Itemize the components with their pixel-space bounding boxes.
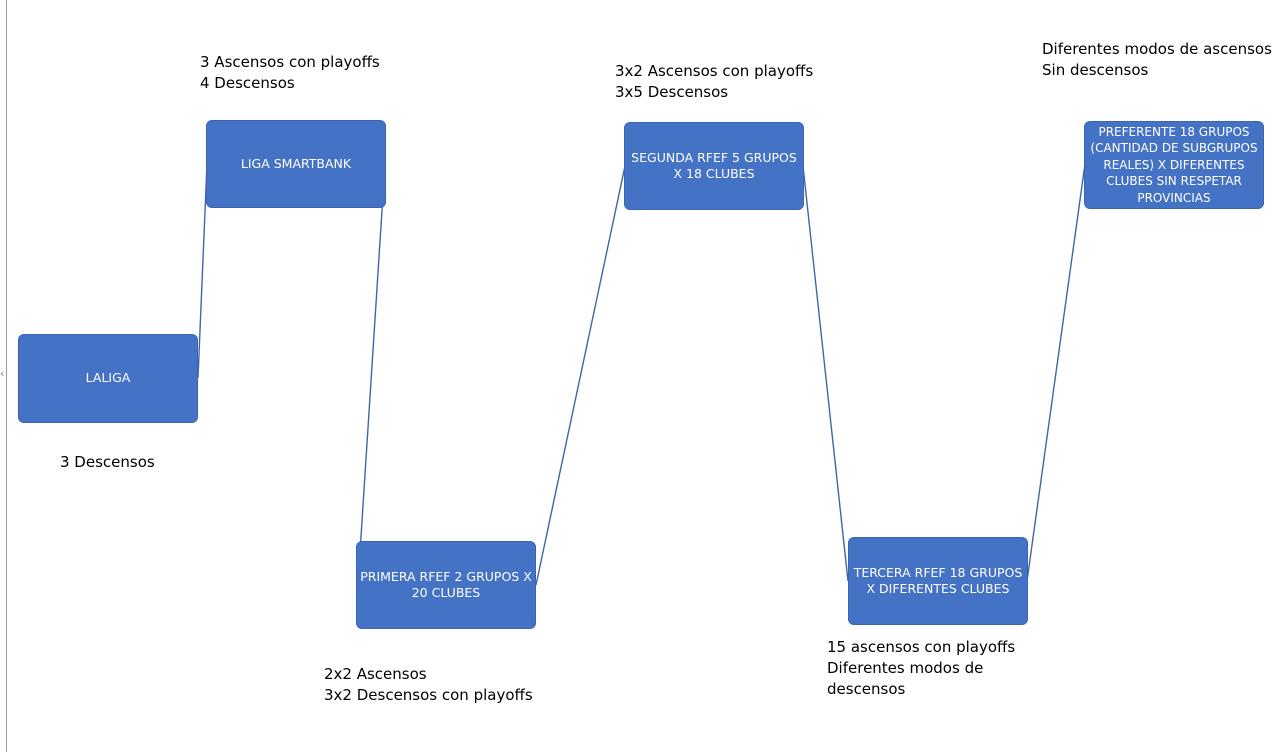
node-preferente-label: PREFERENTE 18 GRUPOS (CANTIDAD DE SUBGRU…	[1090, 124, 1258, 205]
node-segunda-rfef-label: SEGUNDA RFEF 5 GRUPOS X 18 CLUBES	[631, 149, 797, 182]
canvas-left-edge	[6, 0, 7, 752]
note-segunda-rfef: 3x2 Ascensos con playoffs 3x5 Descensos	[615, 62, 814, 101]
node-segunda-rfef[interactable]: SEGUNDA RFEF 5 GRUPOS X 18 CLUBES	[624, 122, 804, 210]
node-laliga[interactable]: LALIGA	[18, 334, 198, 423]
node-tercera-rfef[interactable]: TERCERA RFEF 18 GRUPOS X DIFERENTES CLUB…	[848, 537, 1028, 625]
node-preferente[interactable]: PREFERENTE 18 GRUPOS (CANTIDAD DE SUBGRU…	[1084, 121, 1264, 209]
node-tercera-rfef-label: TERCERA RFEF 18 GRUPOS X DIFERENTES CLUB…	[853, 564, 1023, 597]
connector-tercera-preferente	[1026, 163, 1086, 582]
node-primera-rfef-label: PRIMERA RFEF 2 GRUPOS X 20 CLUBES	[360, 568, 532, 601]
collapse-handle-icon[interactable]: ‹	[0, 367, 5, 380]
node-liga-smartbank[interactable]: LIGA SMARTBANK	[206, 120, 386, 208]
note-preferente: Diferentes modos de ascensos Sin descens…	[1042, 40, 1272, 79]
note-liga-smartbank: 3 Ascensos con playoffs 4 Descensos	[200, 53, 380, 92]
connector-primera-segunda	[535, 165, 626, 586]
connector-smartbank-primera	[357, 163, 386, 584]
connector-laliga-smartbank	[197, 163, 208, 379]
note-tercera-rfef: 15 ascensos con playoffs Diferentes modo…	[827, 638, 1016, 698]
node-liga-smartbank-label: LIGA SMARTBANK	[240, 155, 352, 171]
node-laliga-label: LALIGA	[85, 370, 131, 386]
connector-segunda-tercera	[802, 165, 849, 582]
node-primera-rfef[interactable]: PRIMERA RFEF 2 GRUPOS X 20 CLUBES	[356, 541, 536, 629]
note-primera-rfef: 2x2 Ascensos 3x2 Descensos con playoffs	[324, 665, 533, 704]
note-laliga: 3 Descensos	[60, 453, 155, 471]
